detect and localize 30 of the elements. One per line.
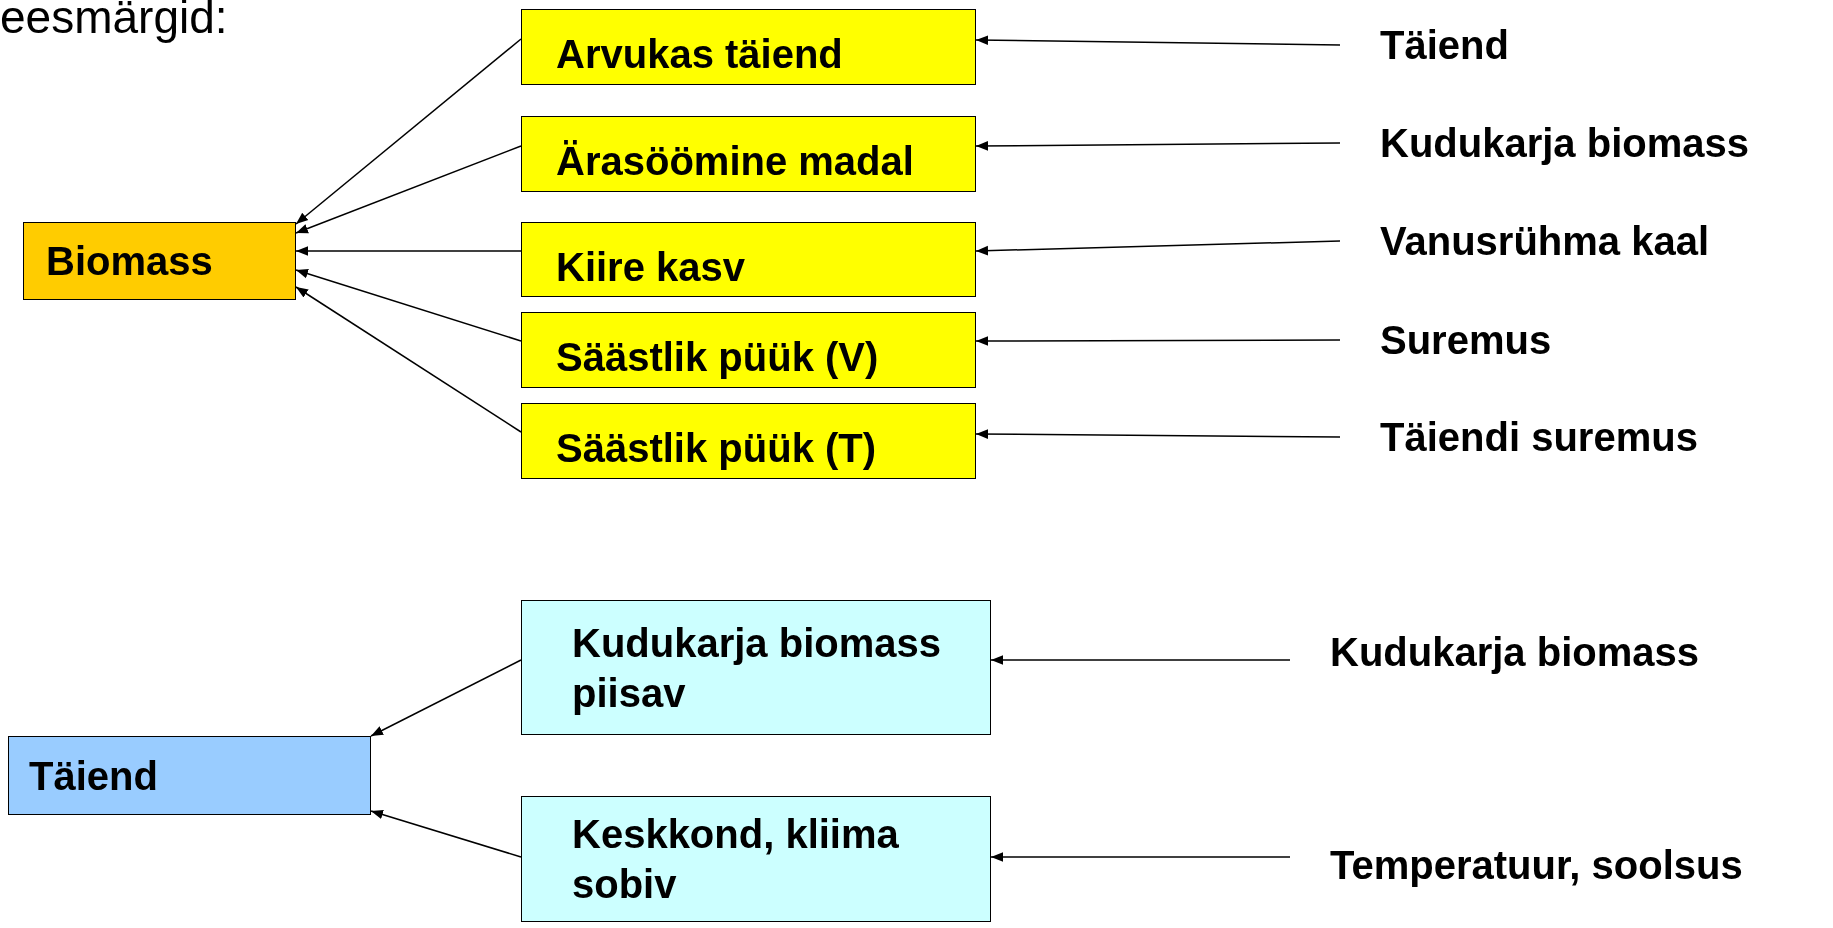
arrow xyxy=(370,659,522,737)
arrow xyxy=(295,38,522,225)
factor-box: Ärasöömine madal xyxy=(521,116,976,192)
arrow xyxy=(975,240,1341,256)
factor-box: Kudukarja biomass piisav xyxy=(521,600,991,735)
arrow xyxy=(295,269,522,342)
target-box: Täiend xyxy=(8,736,371,815)
indicator-text: Temperatuur, soolsus xyxy=(1290,838,1825,892)
arrow xyxy=(295,286,522,433)
factor-box: Keskkond, kliima sobiv xyxy=(521,796,991,922)
factor-box: Säästlik püük (T) xyxy=(521,403,976,479)
arrow xyxy=(975,429,1341,439)
arrow xyxy=(975,336,1341,346)
arrow xyxy=(990,852,1291,862)
factor-box: Arvukas täiend xyxy=(521,9,976,85)
indicator-text: Täiendi suremus xyxy=(1340,410,1820,464)
indicator-text: Kudukarja biomass xyxy=(1340,116,1830,170)
indicator-text: Vanusrühma kaal xyxy=(1340,214,1820,268)
arrow xyxy=(370,809,522,858)
target-box: Biomass xyxy=(23,222,296,300)
factor-box: Säästlik püük (V) xyxy=(521,312,976,388)
factor-box: Kiire kasv xyxy=(521,222,976,297)
arrow xyxy=(975,35,1341,46)
arrow xyxy=(295,246,522,256)
indicator-text: Täiend xyxy=(1340,18,1820,72)
indicator-text: Suremus xyxy=(1340,313,1820,367)
arrow xyxy=(295,145,522,234)
arrow xyxy=(990,655,1291,665)
arrow xyxy=(975,141,1341,151)
indicator-text: Kudukarja biomass xyxy=(1290,625,1820,679)
